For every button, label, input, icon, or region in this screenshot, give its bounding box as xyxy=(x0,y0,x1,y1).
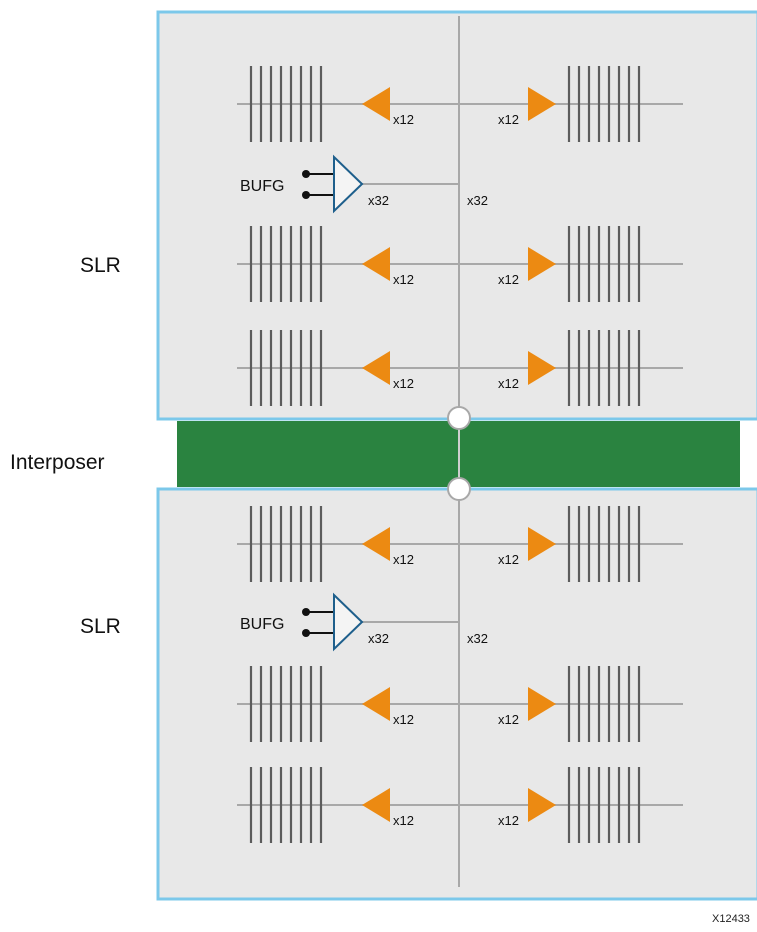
arrow-right-icon xyxy=(528,788,556,822)
bufg-label: BUFG xyxy=(240,616,284,633)
branch-label-left: x12 xyxy=(393,376,414,391)
branch-label-right: x12 xyxy=(498,813,519,828)
bufg-driver: BUFG x32 x32 xyxy=(240,592,488,652)
arrow-right-icon xyxy=(528,247,556,281)
arrow-right-icon xyxy=(528,687,556,721)
branch-label-right: x12 xyxy=(498,112,519,127)
branch-label-left: x12 xyxy=(393,813,414,828)
arrow-left-icon xyxy=(362,687,390,721)
branch-label-left: x12 xyxy=(393,712,414,727)
buffer-triangle-icon xyxy=(333,154,364,214)
arrow-right-icon xyxy=(528,87,556,121)
figure-id: X12433 xyxy=(712,913,750,925)
spine-label: x32 xyxy=(467,193,488,208)
bufg-fanout-label: x32 xyxy=(368,631,389,646)
branch-label-right: x12 xyxy=(498,552,519,567)
interposer-bump-bottom xyxy=(447,477,471,501)
clock-row: x12 x12 xyxy=(237,666,683,742)
slr-label-top: SLR xyxy=(80,254,121,277)
bufg-input-pin xyxy=(302,629,310,637)
branch-label-right: x12 xyxy=(498,376,519,391)
slr-region-top xyxy=(156,10,757,421)
arrow-right-icon xyxy=(528,527,556,561)
clock-row: x12 x12 xyxy=(237,506,683,582)
arrow-left-icon xyxy=(362,87,390,121)
bufg-input-pin xyxy=(302,191,310,199)
clock-rows: x12 x12 x12 x12 x12 x12 x12 x12 x12 x12 x12 x12 xyxy=(237,66,683,843)
clock-row: x12 x12 xyxy=(237,226,683,302)
arrow-right-icon xyxy=(528,351,556,385)
bufg-fanout-label: x32 xyxy=(368,193,389,208)
branch-label-left: x12 xyxy=(393,552,414,567)
arrow-left-icon xyxy=(362,247,390,281)
bufg-input-pin xyxy=(302,170,310,178)
buffer-triangle-icon xyxy=(333,592,364,652)
branch-label-right: x12 xyxy=(498,712,519,727)
branch-label-right: x12 xyxy=(498,272,519,287)
slr-region-bottom xyxy=(156,487,757,901)
arrow-left-icon xyxy=(362,527,390,561)
bufg-label: BUFG xyxy=(240,178,284,195)
branch-label-left: x12 xyxy=(393,112,414,127)
clock-row: x12 x12 xyxy=(237,767,683,843)
branch-label-left: x12 xyxy=(393,272,414,287)
interposer-bump-top xyxy=(447,406,471,430)
bufg-driver: BUFG x32 x32 xyxy=(240,154,488,214)
spine-label: x32 xyxy=(467,631,488,646)
interposer-label: Interposer xyxy=(10,451,105,474)
clock-row: x12 x12 xyxy=(237,66,683,142)
bufg-input-pin xyxy=(302,608,310,616)
arrow-left-icon xyxy=(362,788,390,822)
clock-row: x12 x12 xyxy=(237,330,683,406)
slr-label-bottom: SLR xyxy=(80,615,121,638)
arrow-left-icon xyxy=(362,351,390,385)
